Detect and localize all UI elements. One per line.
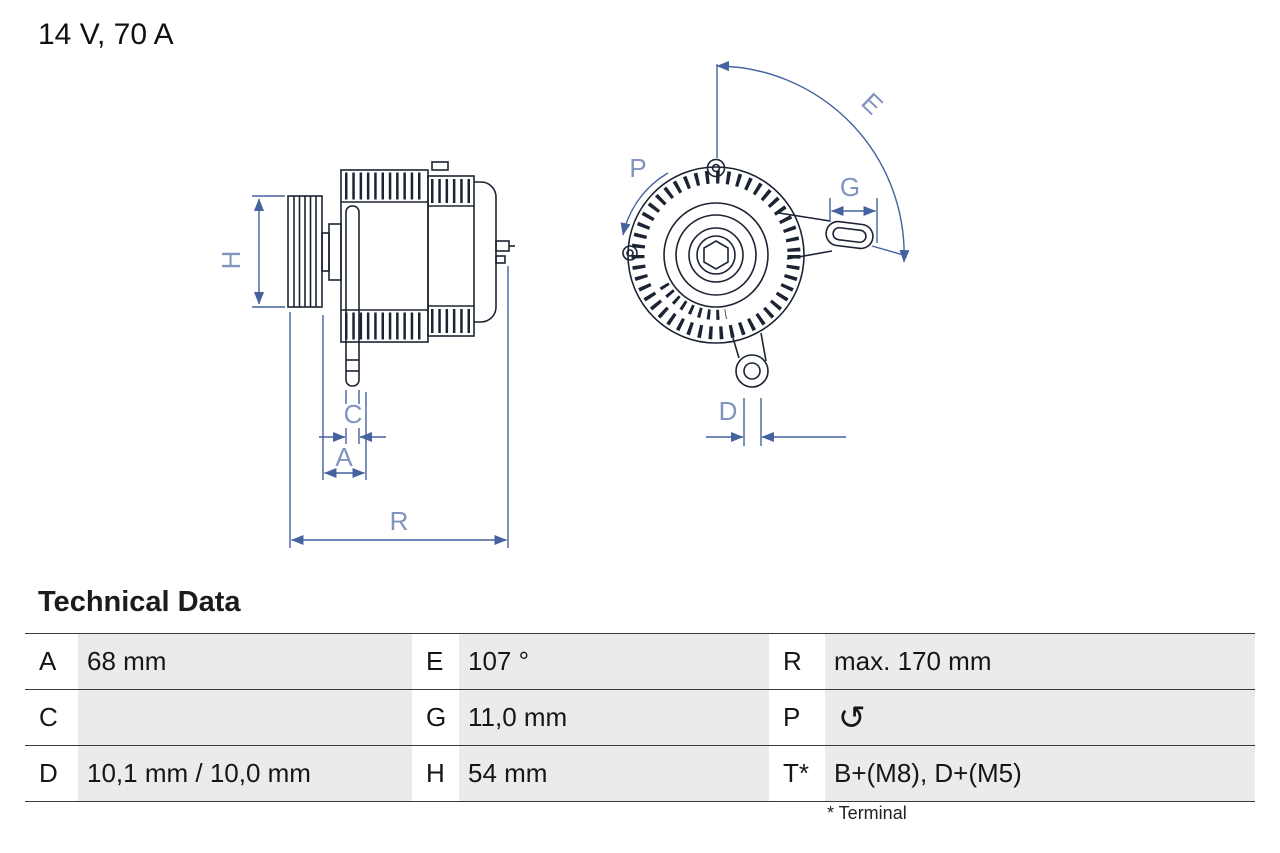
rotation-ccw-icon: ↺: [838, 698, 866, 737]
spec-value-t: B+(M8), D+(M5): [825, 746, 1255, 801]
dim-label-d: D: [719, 396, 738, 426]
dim-label-p: P: [629, 153, 646, 183]
alternator-side-view: [287, 161, 515, 387]
dim-label-g: G: [840, 172, 860, 202]
dimension-lines: [252, 61, 910, 548]
terminal-stud: [495, 240, 515, 264]
spec-value-c: [78, 690, 412, 745]
table-row: A 68 mm E 107 ° R max. 170 mm: [25, 633, 1255, 689]
alternator-front-view: [622, 158, 874, 388]
dim-label-h: H: [216, 251, 246, 270]
spec-key-c: C: [25, 690, 78, 745]
pulley: [287, 195, 342, 308]
table-row: C G 11,0 mm P ↺: [25, 689, 1255, 745]
spec-key-d: D: [25, 746, 78, 801]
technical-data-table: A 68 mm E 107 ° R max. 170 mm C G 11,0 m…: [25, 633, 1255, 802]
dim-label-e: E: [856, 87, 889, 121]
spec-value-h: 54 mm: [459, 746, 769, 801]
technical-data-heading: Technical Data: [38, 586, 241, 618]
terminal-footnote: * Terminal: [827, 803, 907, 823]
spec-value-g: 11,0 mm: [459, 690, 769, 745]
left-ear: [622, 245, 638, 261]
dim-label-c: C: [344, 399, 363, 429]
mounting-arm: [345, 205, 360, 387]
spec-key-e: E: [412, 634, 459, 689]
spec-value-p: ↺: [825, 690, 1255, 745]
spec-value-d: 10,1 mm / 10,0 mm: [78, 746, 412, 801]
shaft-nut: [703, 240, 729, 270]
spec-key-h: H: [412, 746, 459, 801]
table-row: D 10,1 mm / 10,0 mm H 54 mm T* B+(M8), D…: [25, 745, 1255, 801]
spec-value-r: max. 170 mm: [825, 634, 1255, 689]
spec-key-a: A: [25, 634, 78, 689]
alternator-technical-drawing: H C A R P E G D: [216, 61, 910, 548]
housing-side: [340, 161, 497, 343]
bottom-mounting-lug: [732, 332, 769, 388]
dimension-labels: H C A R P E G D: [216, 87, 889, 536]
spec-key-t: T*: [769, 746, 825, 801]
spec-key-g: G: [412, 690, 459, 745]
spec-key-p: P: [769, 690, 825, 745]
rating-title: 14 V, 70 A: [38, 18, 174, 51]
spec-key-r: R: [769, 634, 825, 689]
dim-label-r: R: [390, 506, 409, 536]
spec-value-a: 68 mm: [78, 634, 412, 689]
dim-label-a: A: [335, 442, 353, 472]
spec-value-e: 107 °: [459, 634, 769, 689]
